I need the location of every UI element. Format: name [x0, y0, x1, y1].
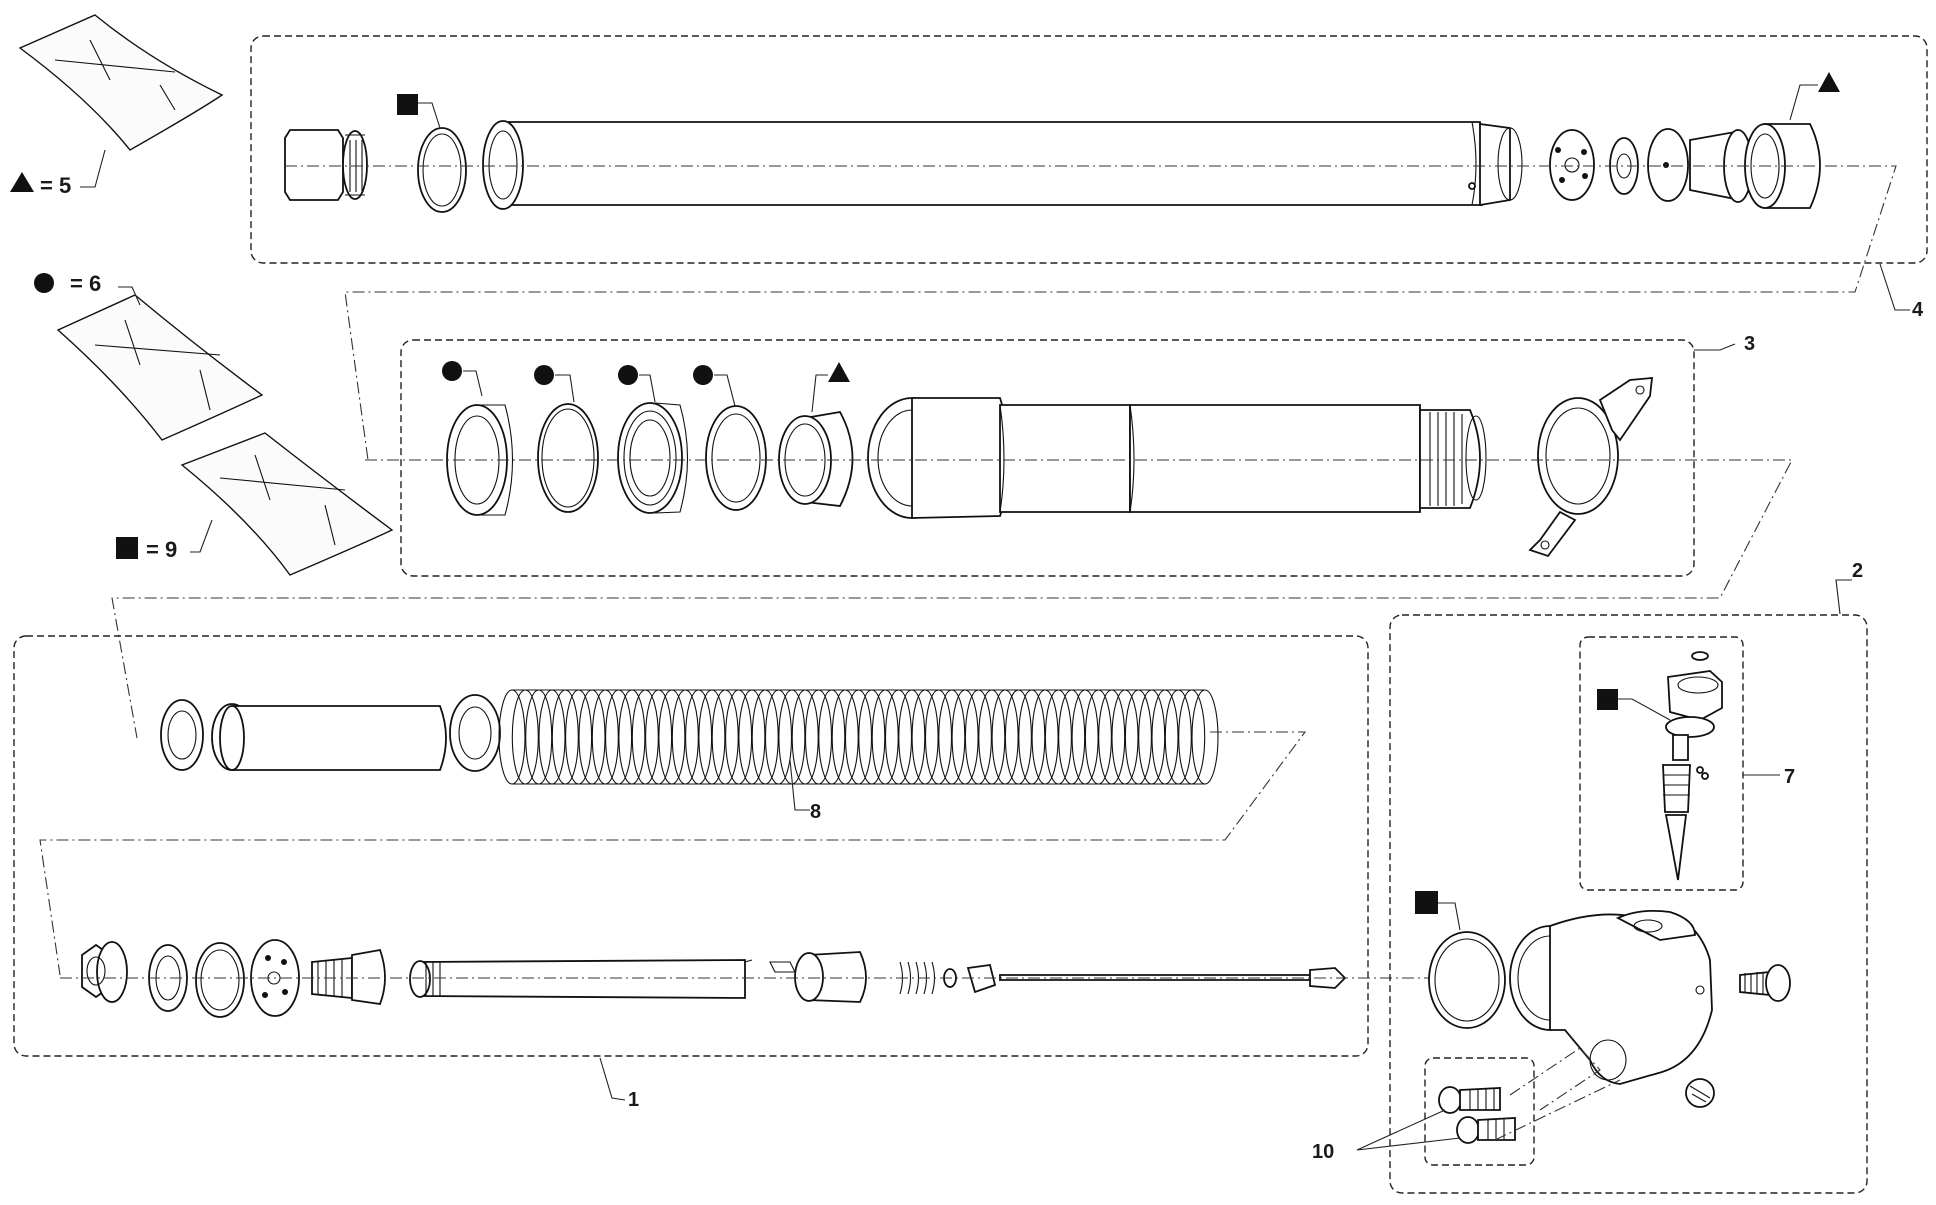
outer-leg-tube	[867, 397, 1487, 519]
rod-bushing	[794, 951, 867, 1003]
callout-4: 4	[1912, 299, 1924, 321]
top-oring	[417, 127, 467, 213]
callout-8: 8	[810, 801, 821, 823]
oil-seal	[617, 402, 688, 514]
adjuster-needle	[966, 963, 1347, 994]
spring-outline	[512, 689, 1205, 785]
guide-bushing	[778, 411, 854, 507]
top-cap	[284, 129, 368, 201]
legend-triangle-text: = 5	[40, 173, 71, 198]
valve-washer	[1549, 129, 1595, 201]
group-2-box	[1389, 614, 1868, 1194]
callout-3: 3	[1744, 333, 1755, 355]
callout-7: 7	[1784, 766, 1795, 788]
fork-spring	[498, 689, 1219, 785]
grub-screw	[1685, 1078, 1715, 1108]
spring-seat-lower	[160, 699, 204, 771]
spring-seat-upper	[449, 694, 501, 772]
square-symbol	[1415, 891, 1438, 914]
axle-clamp-bolt-1	[1438, 1086, 1501, 1114]
circle-symbol	[618, 365, 638, 385]
fork-clamp	[1528, 377, 1654, 558]
bleed-valve-cap	[1665, 651, 1723, 738]
piston-ring	[195, 942, 245, 1018]
circle-symbol	[34, 273, 54, 293]
legend-bag-square	[180, 432, 394, 576]
group-7-box	[1579, 636, 1744, 891]
seal-clip	[537, 403, 599, 513]
callout-10: 10	[1312, 1141, 1334, 1163]
legend-square-text: = 9	[146, 537, 177, 562]
legend-circle-text: = 6	[70, 271, 101, 296]
circle-symbol	[442, 361, 462, 381]
square-symbol	[1597, 689, 1618, 710]
foot-oring	[1428, 931, 1506, 1029]
circle-symbol	[693, 365, 713, 385]
circle-symbol	[534, 365, 554, 385]
legend-bag-circle	[56, 294, 264, 441]
seal-washer	[705, 405, 767, 511]
bleed-needle	[1662, 764, 1691, 881]
square-symbol	[116, 537, 138, 559]
legend-bag-triangle	[18, 14, 224, 151]
top-cartridge-tube	[482, 120, 1523, 210]
axle-clamp-bolt-2	[1456, 1116, 1516, 1144]
group-1-box	[13, 635, 1369, 1057]
damper-rod	[409, 959, 796, 999]
triangle-symbol	[10, 172, 34, 192]
triangle-symbol	[1818, 72, 1840, 92]
bleed-screw	[1672, 734, 1709, 780]
pinch-bolt	[1739, 964, 1791, 1002]
callout-2: 2	[1852, 560, 1863, 582]
group-10-box	[1424, 1057, 1535, 1166]
preload-spacer-tube	[219, 705, 447, 771]
group-4-box	[250, 35, 1928, 264]
square-symbol	[397, 94, 418, 115]
callout-1: 1	[628, 1089, 639, 1111]
fork-foot	[1509, 909, 1713, 1085]
rebound-nut	[81, 941, 128, 1003]
triangle-symbol	[828, 362, 850, 382]
piston-bolt	[311, 948, 386, 1005]
